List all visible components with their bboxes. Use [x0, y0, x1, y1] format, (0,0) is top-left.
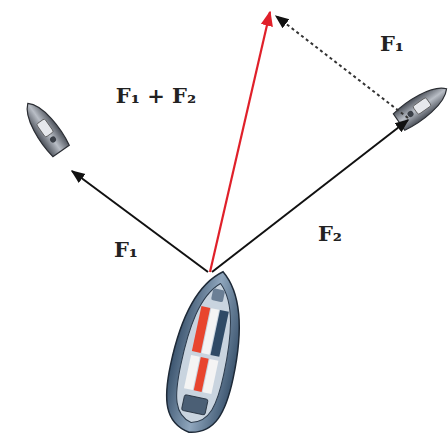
- tugboat: [18, 97, 70, 158]
- resultant-vector: [210, 12, 270, 272]
- tugboat: [393, 79, 448, 131]
- translated-vector: [276, 16, 408, 118]
- force-vector: [72, 171, 208, 272]
- vector-label: F₁: [114, 238, 138, 261]
- vector-label: F₁: [380, 32, 404, 55]
- cargo-ship: [158, 265, 255, 438]
- resultant-label: F₁ + F₂: [116, 84, 196, 107]
- force-vector: [212, 120, 408, 272]
- vector-label: F₂: [318, 222, 342, 245]
